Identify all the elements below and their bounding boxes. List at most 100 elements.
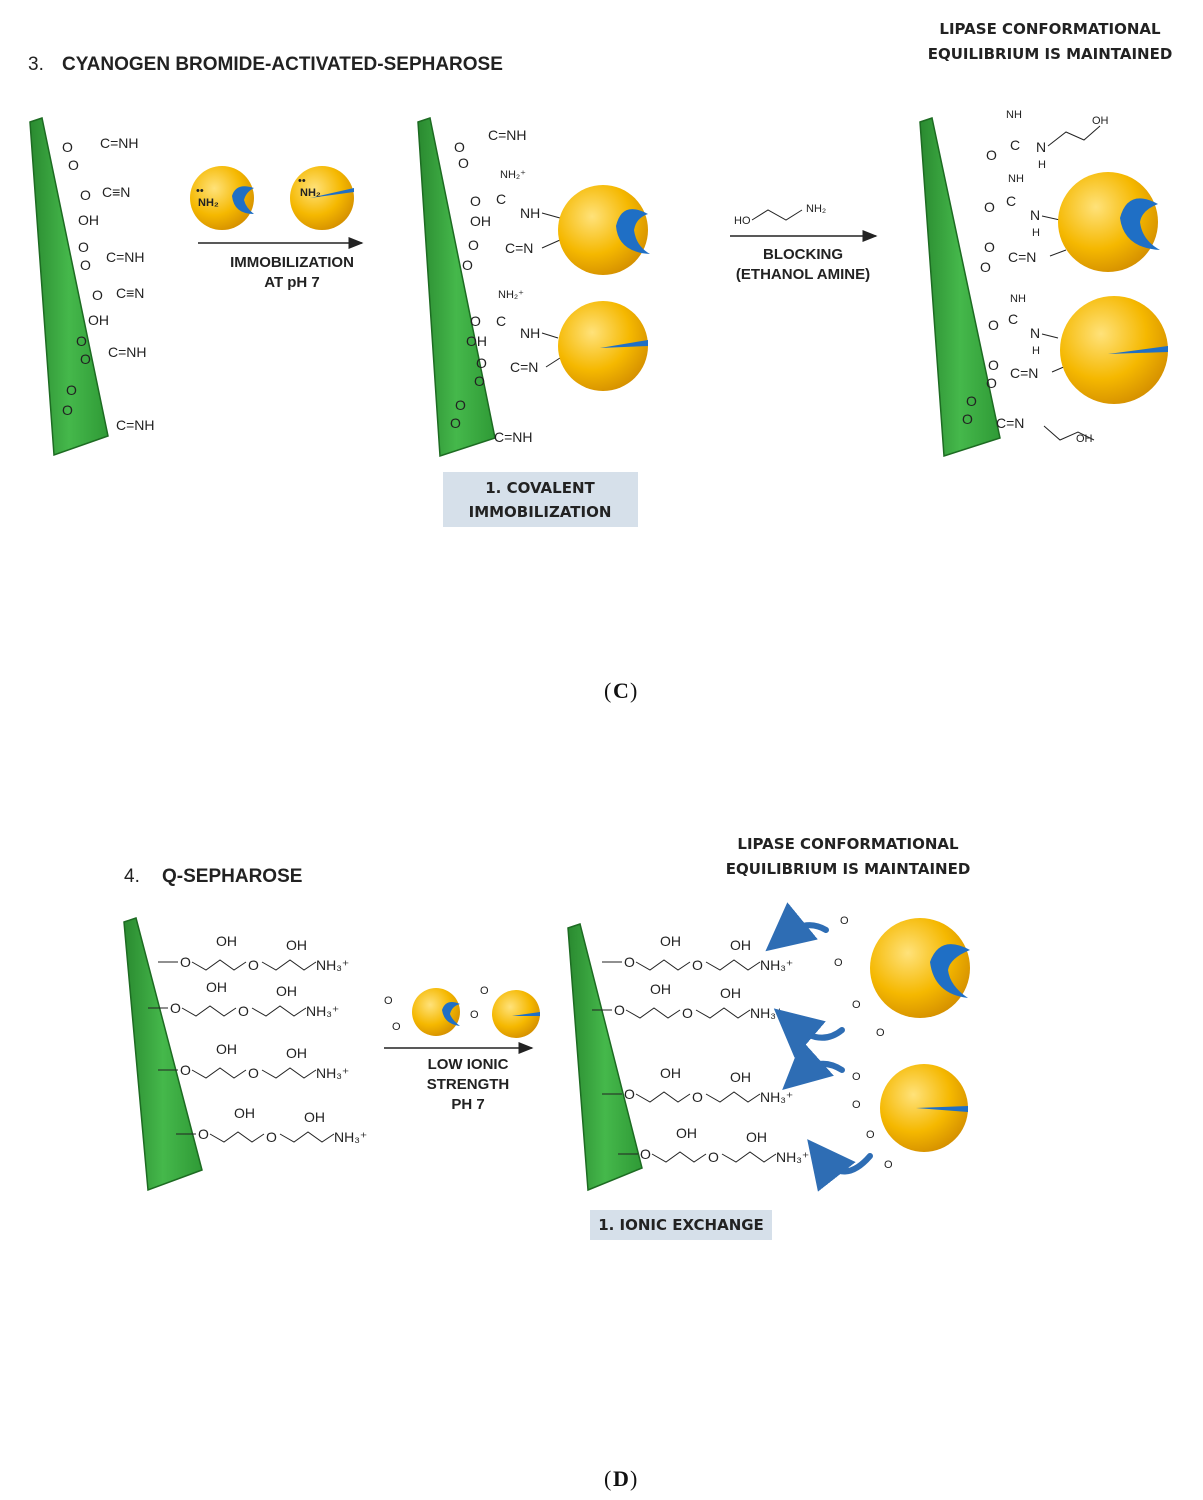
svg-text:OH: OH [216, 933, 237, 949]
panel-c-result-line2: EQUILIBRIUM IS MAINTAINED [928, 45, 1173, 63]
svg-text:OH: OH [466, 333, 487, 349]
svg-text:NH₂⁺: NH₂⁺ [500, 169, 526, 181]
panel-c-title: CYANOGEN BROMIDE-ACTIVATED-SEPHAROSE [62, 54, 503, 75]
svg-text:O: O [692, 1089, 703, 1105]
svg-text:O: O [68, 157, 79, 173]
svg-text:C=NH: C=NH [106, 249, 145, 265]
svg-text:O: O [238, 1003, 249, 1019]
step-d-line1: LOW IONIC [428, 1056, 509, 1073]
support-d2-chains: O O NH₃⁺ OH OH O O NH₃⁺ OH OH O [592, 933, 809, 1165]
svg-text:O: O [480, 985, 489, 997]
panel-c-result-line1: LIPASE CONFORMATIONAL [939, 20, 1161, 38]
svg-text:O: O [682, 1005, 693, 1021]
support-c1 [29, 117, 109, 457]
svg-text:OH: OH [1092, 115, 1109, 127]
svg-text:C=NH: C=NH [100, 135, 139, 151]
svg-text:O: O [876, 1027, 885, 1039]
svg-text:NH₂: NH₂ [806, 203, 826, 215]
svg-text:O: O [708, 1149, 719, 1165]
bound-enzyme-open-c [558, 185, 650, 275]
panel-d: 4. Q-SEPHAROSE LIPASE CONFORMATIONAL EQU… [123, 835, 970, 1491]
svg-text:NH₂: NH₂ [198, 197, 219, 209]
svg-text:O: O [92, 287, 103, 303]
covalent-box: 1. COVALENT IMMOBILIZATION [443, 472, 638, 527]
svg-text:O: O [454, 139, 465, 155]
svg-text:C=N: C=N [505, 240, 533, 256]
free-enzyme-closed: NH₂ •• [290, 166, 354, 230]
svg-text:OH: OH [286, 937, 307, 953]
svg-text:OH: OH [88, 312, 109, 328]
support-c3 [919, 117, 1001, 458]
svg-text:O: O [455, 397, 466, 413]
svg-text:OH: OH [730, 937, 751, 953]
svg-text:OH: OH [660, 933, 681, 949]
svg-text:O: O [474, 373, 485, 389]
svg-text:C: C [496, 313, 506, 329]
svg-text:C=NH: C=NH [494, 429, 533, 445]
svg-text:O: O [476, 355, 487, 371]
svg-text:C: C [1006, 193, 1016, 209]
svg-text:NH: NH [1008, 173, 1024, 185]
svg-text:D: D [613, 1466, 629, 1491]
svg-text:OH: OH [216, 1041, 237, 1057]
svg-text:O: O [984, 199, 995, 215]
svg-text:O: O [984, 239, 995, 255]
step2-line2: (ETHANOL AMINE) [736, 266, 870, 283]
svg-text:O: O [180, 1062, 191, 1078]
support-d1 [123, 917, 203, 1192]
svg-text:O: O [884, 1159, 893, 1171]
svg-text:C=NH: C=NH [108, 344, 147, 360]
svg-text:C: C [1008, 311, 1018, 327]
svg-text:O: O [248, 957, 259, 973]
svg-text:O: O [988, 317, 999, 333]
svg-text:NH₃⁺: NH₃⁺ [316, 957, 349, 973]
svg-text:••: •• [196, 185, 204, 197]
bound-enzyme-closed-c-final [1060, 296, 1168, 404]
svg-text:C: C [613, 678, 629, 703]
svg-text:OH: OH [304, 1109, 325, 1125]
svg-text:): ) [630, 1466, 637, 1491]
svg-text:O: O [468, 237, 479, 253]
svg-text:O: O [470, 1009, 479, 1021]
panel-c-number: 3. [28, 54, 44, 75]
svg-text:NH₃⁺: NH₃⁺ [760, 957, 793, 973]
svg-text:O: O [986, 147, 997, 163]
svg-text:OH: OH [650, 981, 671, 997]
svg-text:IMMOBILIZATION: IMMOBILIZATION [469, 503, 612, 521]
svg-text:O: O [866, 1129, 875, 1141]
svg-text:NH: NH [1010, 293, 1026, 305]
svg-text:N: N [1030, 325, 1040, 341]
svg-text:O: O [392, 1021, 401, 1033]
ethanolamine-structure: HO NH₂ [734, 203, 826, 227]
svg-text:O: O [988, 357, 999, 373]
svg-text:(: ( [604, 1466, 611, 1491]
svg-text:O: O [834, 957, 843, 969]
bound-enzyme-open-c-final [1058, 172, 1160, 272]
svg-text:(: ( [604, 678, 611, 703]
bound-enzyme-closed-d: O O O O [852, 1064, 968, 1171]
svg-text:C≡N: C≡N [102, 184, 130, 200]
support-d2 [567, 923, 643, 1192]
step1-line1: IMMOBILIZATION [230, 254, 354, 271]
svg-text:NH: NH [520, 325, 540, 341]
svg-text:OH: OH [78, 212, 99, 228]
svg-text:O: O [450, 415, 461, 431]
svg-text:C=N: C=N [510, 359, 538, 375]
free-enzyme-open-d: O O [384, 988, 460, 1036]
svg-text:OH: OH [676, 1125, 697, 1141]
svg-text:NH: NH [520, 205, 540, 221]
svg-text:C=NH: C=NH [116, 417, 155, 433]
svg-text:O: O [980, 259, 991, 275]
caption-d: ( D ) [604, 1466, 637, 1491]
svg-text:O: O [62, 139, 73, 155]
step2-line1: BLOCKING [763, 246, 843, 263]
support-d1-chains: O O NH₃⁺ OH OH O O NH₃⁺ OH OH O [148, 933, 367, 1145]
svg-text:C=NH: C=NH [488, 127, 527, 143]
svg-text:C=N: C=N [1008, 249, 1036, 265]
svg-text:HO: HO [734, 215, 751, 227]
support-c1-groups: O O C=NH O C≡N OH O O C=NH O C≡N OH O O … [62, 135, 155, 433]
svg-text:OH: OH [1076, 433, 1093, 445]
svg-text:C=N: C=N [996, 415, 1024, 431]
svg-text:N: N [1030, 207, 1040, 223]
svg-text:OH: OH [276, 983, 297, 999]
